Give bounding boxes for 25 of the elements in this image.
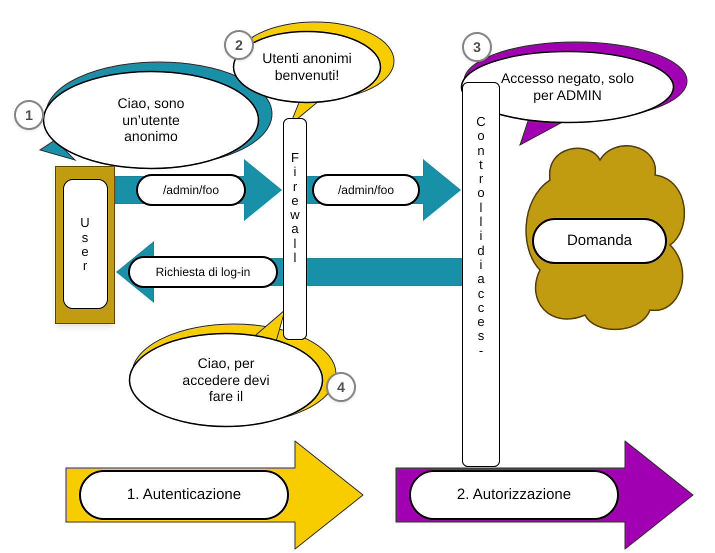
vertical-bar	[283, 118, 307, 340]
speech-bubble	[42, 70, 260, 170]
bubble-text: Utenti anonimi benvenuti!	[261, 50, 353, 84]
step-banner	[395, 440, 695, 550]
number-badge: 1	[14, 100, 44, 130]
bubble-text: Accesso negato, solo per ADMIN	[500, 70, 636, 104]
speech-bubble	[128, 332, 324, 428]
step-label: 1. Autenticazione	[126, 484, 242, 505]
vertical-bar	[462, 82, 500, 467]
vertical-label: User	[80, 216, 90, 274]
speech-bubble	[232, 30, 382, 104]
label-pill: Domanda	[532, 218, 667, 264]
number-badge: 2	[224, 30, 254, 60]
bubble-text: Ciao, sono un’utente anonimo	[116, 94, 186, 146]
edge-label: Richiesta di log-in	[128, 256, 278, 288]
user-box	[55, 166, 115, 324]
number-badge: 4	[326, 372, 356, 402]
step-banner	[65, 440, 365, 550]
step-label: 2. Autorizzazione	[456, 484, 572, 505]
vertical-label: Firewall	[290, 151, 300, 268]
edge-label: /admin/foo	[136, 174, 246, 206]
vertical-label: Controlli di acces-	[476, 115, 486, 360]
edge-label: /admin/foo	[312, 174, 420, 206]
number-badge: 3	[462, 32, 492, 62]
bubble-text: Ciao, per accedere devi fare il	[181, 354, 271, 406]
